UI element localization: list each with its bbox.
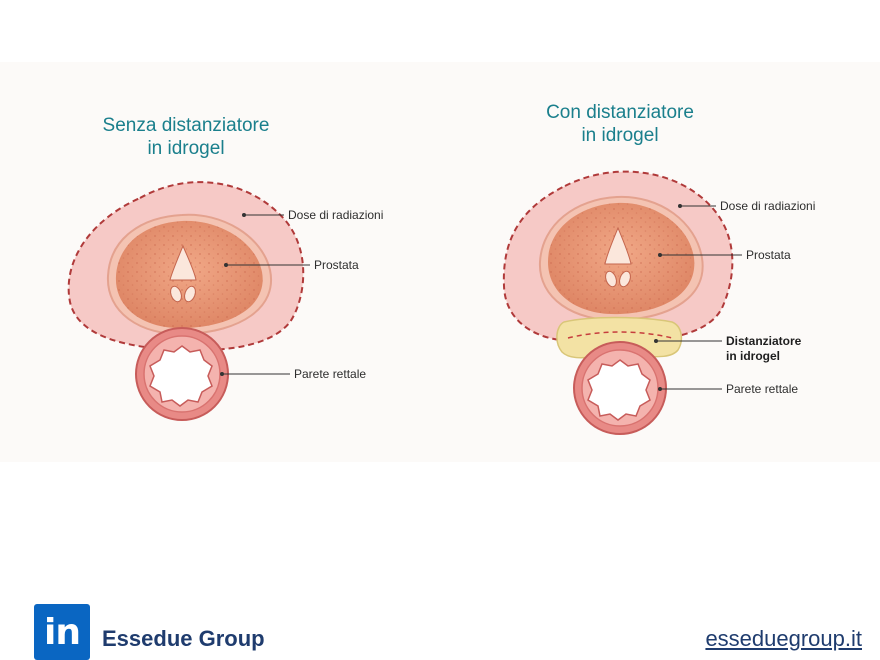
right-panel: [502, 170, 742, 435]
left-panel-title: Senza distanziatore in idrogel: [76, 114, 296, 160]
right-title-line2: in idrogel: [581, 125, 659, 146]
right-label-spacer-line2: in idrogel: [726, 349, 780, 363]
right-rectal-lumen: [587, 359, 651, 421]
right-urethra: [604, 226, 632, 265]
left-label-prostate: Prostata: [314, 258, 359, 272]
right-label-dose: Dose di radiazioni: [720, 199, 816, 213]
website-link[interactable]: esseduegroup.it: [705, 626, 862, 651]
left-rectal-lumen: [149, 345, 213, 407]
left-label-rectal-wall: Parete rettale: [294, 367, 367, 381]
left-title-line1: Senza distanziatore: [102, 115, 270, 136]
hydrogel-spacer: [556, 316, 683, 359]
right-label-rectal-wall: Parete rettale: [726, 382, 799, 396]
right-title-line1: Con distanziatore: [546, 102, 694, 123]
left-panel: [67, 181, 310, 421]
company-name: Essedue Group: [102, 626, 265, 651]
left-label-dose: Dose di radiazioni: [288, 208, 384, 222]
right-panel-title: Con distanziatore in idrogel: [510, 101, 730, 147]
right-label-prostate: Prostata: [746, 248, 791, 262]
left-title-line2: in idrogel: [147, 138, 225, 159]
right-label-spacer-line1: Distanziatore: [726, 334, 802, 348]
left-urethra: [169, 244, 197, 281]
linkedin-icon[interactable]: in: [34, 604, 90, 660]
